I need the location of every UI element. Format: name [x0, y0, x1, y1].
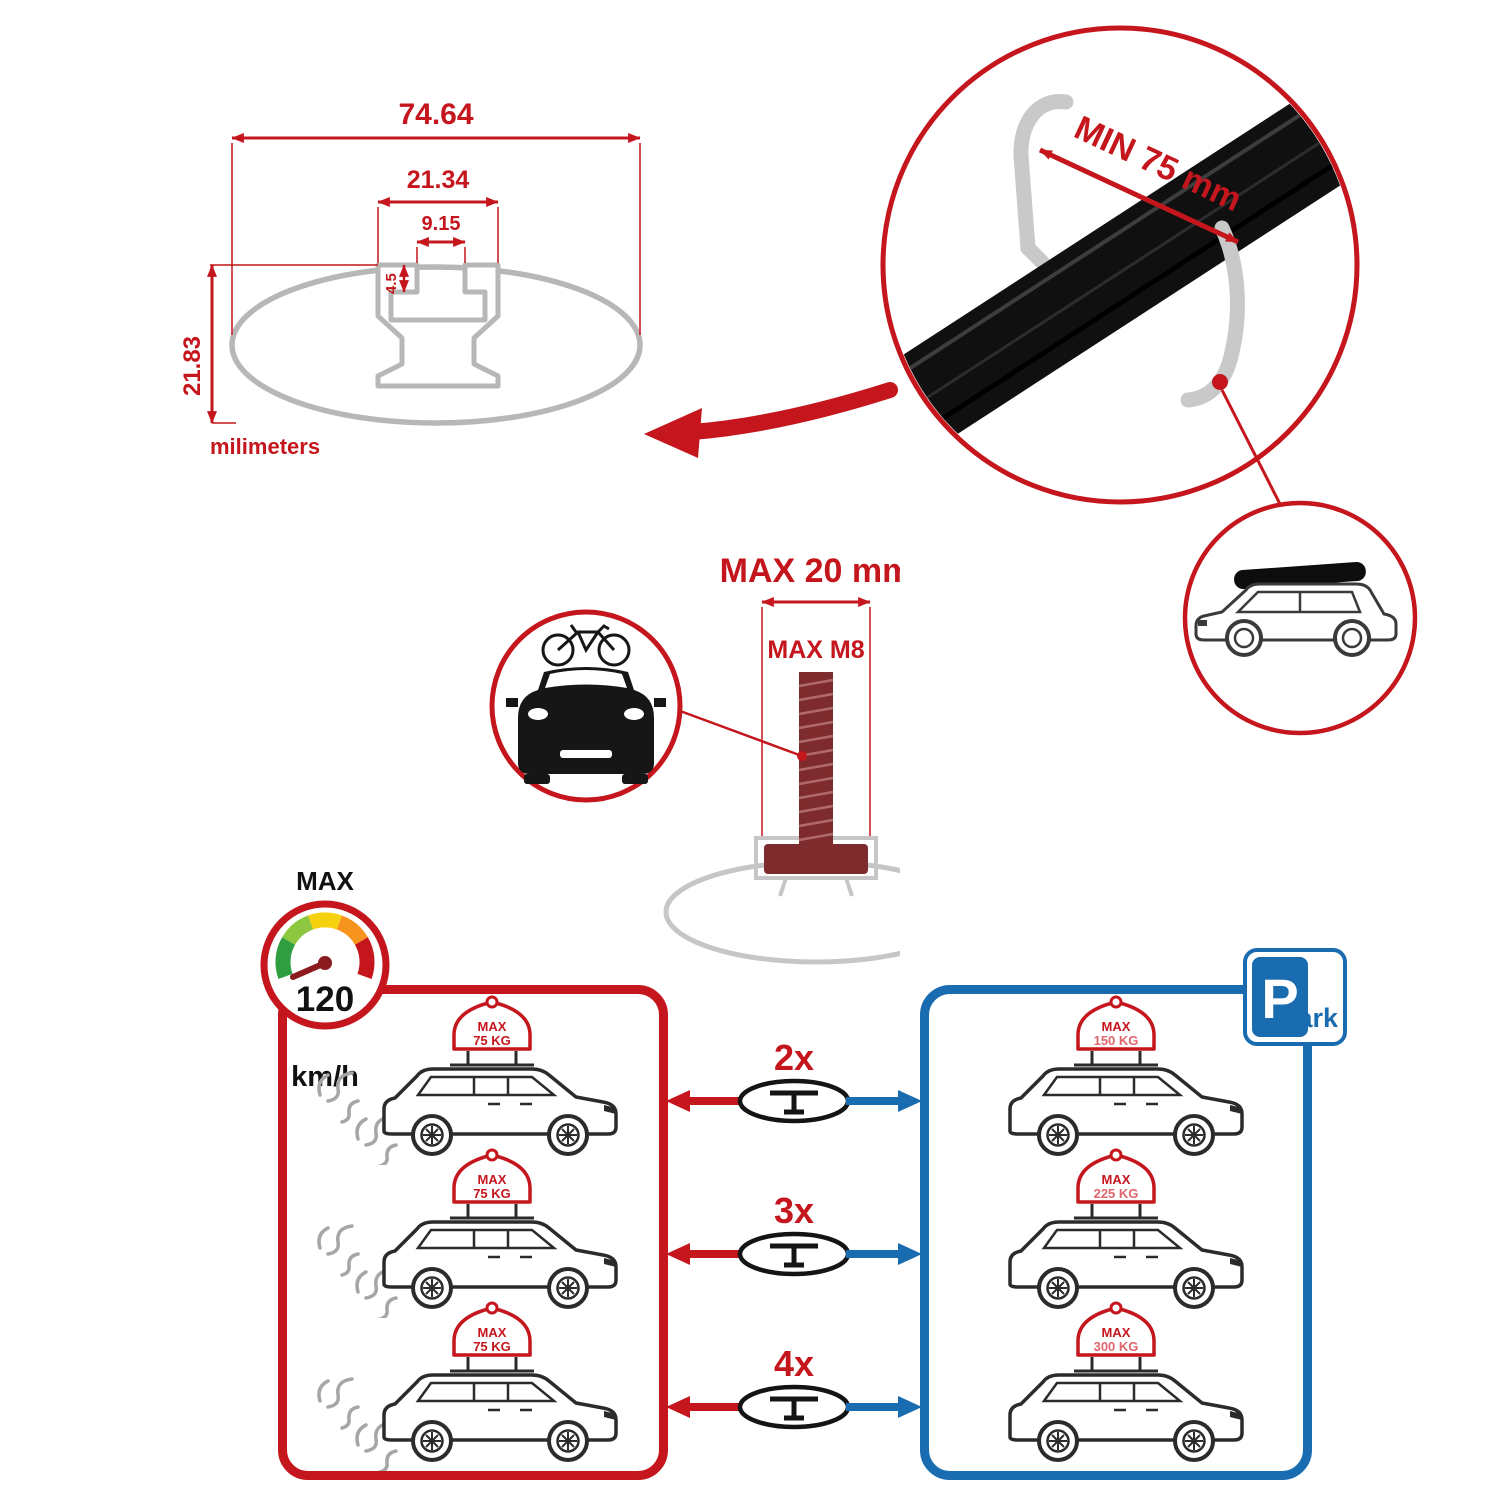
profile-height-value: 21.83	[179, 336, 206, 396]
multiplier-row: 3x	[666, 1193, 922, 1293]
svg-text:MAX: MAX	[1102, 1325, 1131, 1340]
speed-lines-icon	[317, 1377, 360, 1430]
svg-text:MAX: MAX	[478, 1325, 507, 1340]
right-arrow-icon	[846, 1090, 922, 1112]
t-slot-profile	[375, 262, 501, 389]
clamp-hook-icon	[1013, 94, 1074, 270]
svg-text:MAX: MAX	[1102, 1019, 1131, 1034]
car-icon	[382, 1373, 618, 1462]
roof-load-badge: MAX 225 KG	[1076, 1148, 1156, 1204]
total-width-value: 74.64	[398, 98, 473, 131]
channel-width-value: 21.34	[407, 166, 470, 194]
car-icon	[1008, 1373, 1244, 1462]
bolt-diagram: MAX 20 mm MAX M8	[663, 552, 900, 965]
svg-text:MAX: MAX	[1102, 1172, 1131, 1187]
roof-load-badge: MAX 150 KG	[1076, 995, 1156, 1051]
svg-text:MAX: MAX	[478, 1172, 507, 1187]
crossbar-profile-icon	[740, 1234, 848, 1274]
crossbar-profile-icon	[740, 1387, 848, 1427]
parked-car-1: MAX 150 KG	[1008, 995, 1244, 1156]
parking-letter: P	[1252, 957, 1308, 1037]
speed-max-title: MAX	[296, 868, 354, 896]
svg-text:75 KG: 75 KG	[473, 1186, 511, 1201]
callout-line	[1220, 389, 1284, 509]
svg-text:225 KG: 225 KG	[1094, 1186, 1139, 1201]
svg-text:300 KG: 300 KG	[1094, 1339, 1139, 1354]
roof-rack	[450, 1357, 534, 1373]
multiplier-label: 4x	[774, 1346, 814, 1384]
multiplier-row: 4x	[666, 1346, 922, 1446]
slot-width-value: 9.15	[422, 213, 461, 235]
roof-rack	[1074, 1051, 1158, 1067]
parking-sign-icon: P ark	[1243, 948, 1347, 1046]
roof-load-badge: MAX 75 KG	[452, 1301, 532, 1357]
units-label: milimeters	[210, 434, 320, 459]
lip-depth-value: 4.5	[383, 273, 400, 294]
roof-load-badge: MAX 75 KG	[452, 1148, 532, 1204]
cross-section-diagram: 74.64 21.34 9.15 4.5 21.83 milimeters	[179, 98, 643, 459]
speed-lines-icon	[317, 1071, 360, 1124]
bicycle-icon	[541, 624, 631, 667]
left-arrow-icon	[666, 1243, 742, 1265]
zoom-pointer-arrow	[644, 382, 898, 458]
svg-text:75 KG: 75 KG	[473, 1033, 511, 1048]
bar-zoom-group: MIN 75 mm	[880, 25, 1418, 736]
svg-text:75 KG: 75 KG	[473, 1339, 511, 1354]
driving-car-2: MAX 75 KG	[317, 1148, 618, 1318]
left-arrow-icon	[666, 1396, 742, 1418]
suv-roofbox-icon	[1194, 562, 1398, 657]
roof-rack	[450, 1204, 534, 1220]
right-arrow-icon	[846, 1396, 922, 1418]
car-icon	[382, 1220, 618, 1309]
svg-text:150 KG: 150 KG	[1094, 1033, 1139, 1048]
svg-text:MAX: MAX	[478, 1019, 507, 1034]
right-arrow-icon	[846, 1243, 922, 1265]
left-arrow-icon	[666, 1090, 742, 1112]
bar-profile-ellipse	[229, 264, 643, 426]
callout-line	[671, 706, 803, 758]
min-span-arrow	[1038, 147, 1240, 245]
car-icon	[382, 1067, 618, 1156]
speed-limit-gauge: MAX 120 km/h	[260, 868, 390, 1093]
speed-value: 120	[296, 980, 354, 1019]
max-thread-label: MAX M8	[767, 636, 864, 664]
speed-lines-icon	[317, 1224, 360, 1277]
parking-suffix: ark	[1297, 1003, 1338, 1033]
parked-car-2: MAX 225 KG	[1008, 1148, 1244, 1309]
driving-car-3: MAX 75 KG	[317, 1301, 618, 1471]
crossbar-profile-icon	[740, 1081, 848, 1121]
car-front-circle	[489, 609, 683, 803]
car-icon	[1008, 1067, 1244, 1156]
driving-car-1: MAX 75 KG	[317, 995, 618, 1165]
callout-dot	[1212, 374, 1228, 390]
roof-rack	[450, 1051, 534, 1067]
roof-load-badge: MAX 75 KG	[452, 995, 532, 1051]
multiplier-label: 3x	[774, 1193, 814, 1231]
max-width-label: MAX 20 mm	[720, 552, 900, 590]
parked-car-3: MAX 300 KG	[1008, 1301, 1244, 1462]
multiplier-label: 2x	[774, 1040, 814, 1078]
bolt-icon	[764, 672, 868, 874]
car-front-icon	[506, 667, 666, 784]
roof-rack	[1074, 1357, 1158, 1373]
roof-rack	[1074, 1204, 1158, 1220]
speedometer-icon	[275, 912, 375, 979]
clamp-hook-icon	[1180, 220, 1245, 408]
car-icon	[1008, 1220, 1244, 1309]
roof-load-badge: MAX 300 KG	[1076, 1301, 1156, 1357]
multiplier-row: 2x	[666, 1040, 922, 1140]
callout-dot	[797, 751, 807, 761]
